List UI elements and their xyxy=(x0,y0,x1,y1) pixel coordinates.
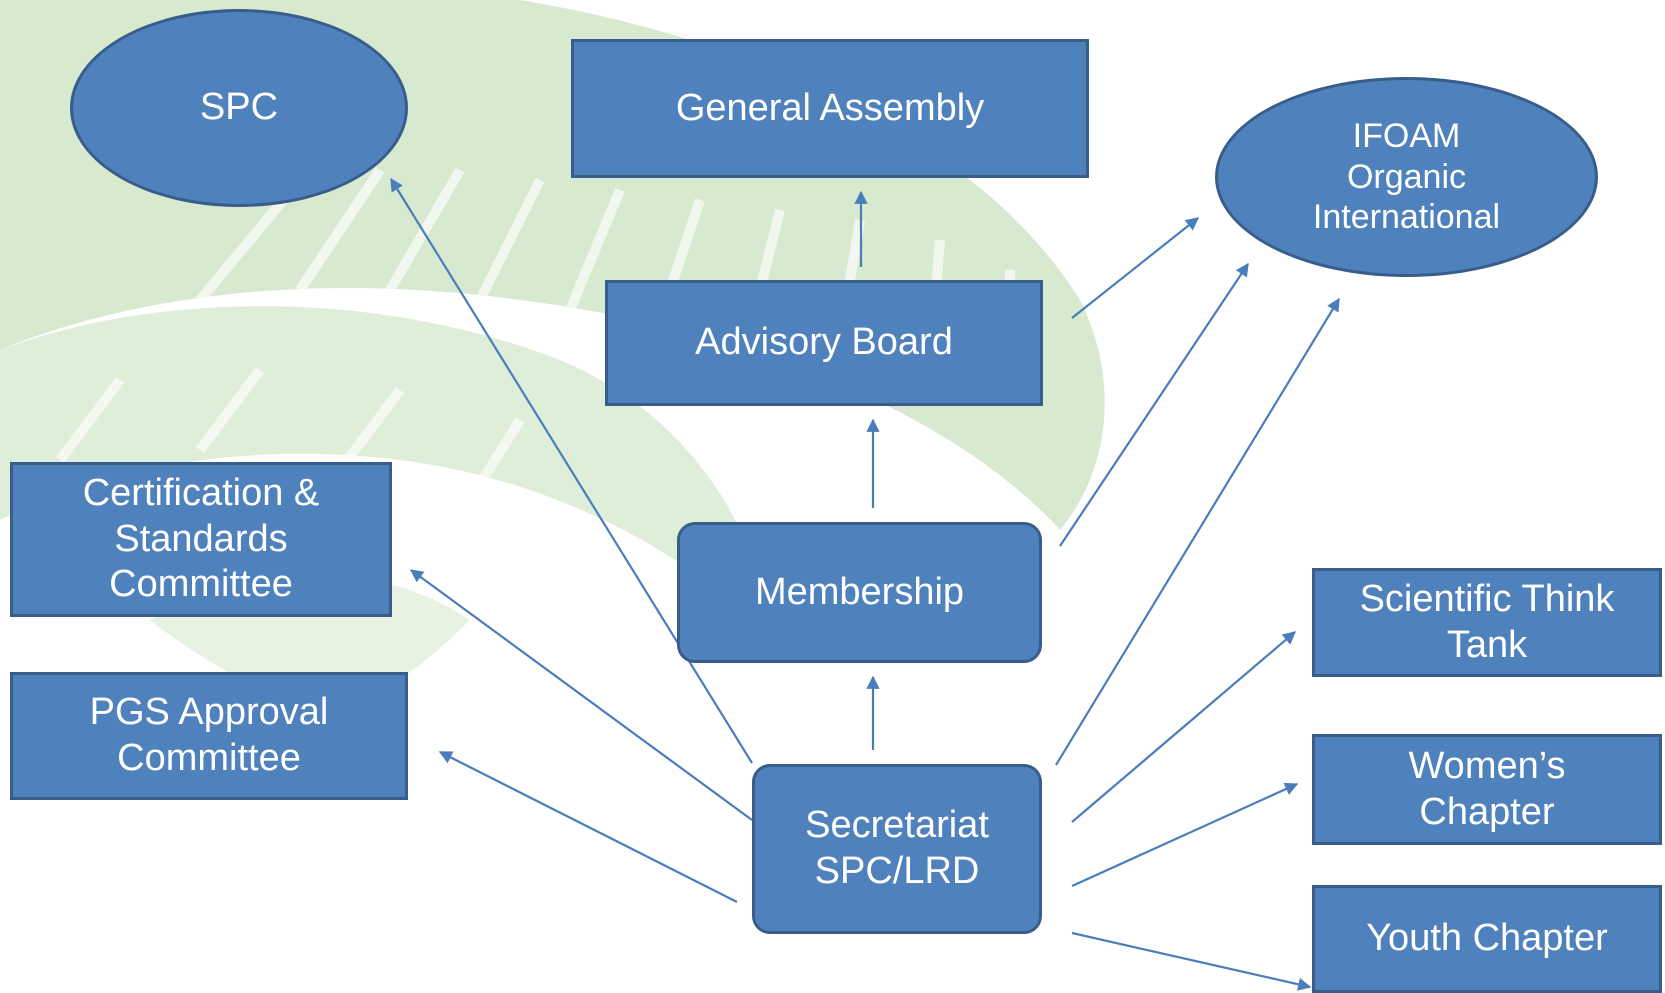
youth-chapter-node: Youth Chapter xyxy=(1312,885,1662,993)
ifoam-label: IFOAM Organic International xyxy=(1312,116,1501,237)
secretariat-node: Secretariat SPC/LRD xyxy=(752,764,1042,934)
certification-label: Certification & Standards Committee xyxy=(82,472,320,606)
pgs-approval-node: PGS Approval Committee xyxy=(10,672,408,800)
membership-label: Membership xyxy=(754,570,965,613)
scientific-think-tank-node: Scientific Think Tank xyxy=(1312,568,1662,677)
pgs-approval-label: PGS Approval Committee xyxy=(89,691,329,779)
general-assembly-node: General Assembly xyxy=(571,39,1089,178)
secretariat-label: Secretariat SPC/LRD xyxy=(805,804,989,892)
membership-node: Membership xyxy=(677,522,1042,663)
general-assembly-label: General Assembly xyxy=(675,86,985,129)
advisory-board-label: Advisory Board xyxy=(695,321,953,364)
certification-node: Certification & Standards Committee xyxy=(10,462,392,617)
scientific-think-tank-label: Scientific Think Tank xyxy=(1359,577,1615,666)
womens-chapter-label: Women’s Chapter xyxy=(1408,744,1566,833)
womens-chapter-node: Women’s Chapter xyxy=(1312,734,1662,845)
ifoam-node: IFOAM Organic International xyxy=(1215,77,1598,277)
advisory-board-node: Advisory Board xyxy=(605,280,1043,406)
spc-node: SPC xyxy=(70,9,408,207)
spc-label: SPC xyxy=(199,86,279,129)
youth-chapter-label: Youth Chapter xyxy=(1366,917,1608,960)
